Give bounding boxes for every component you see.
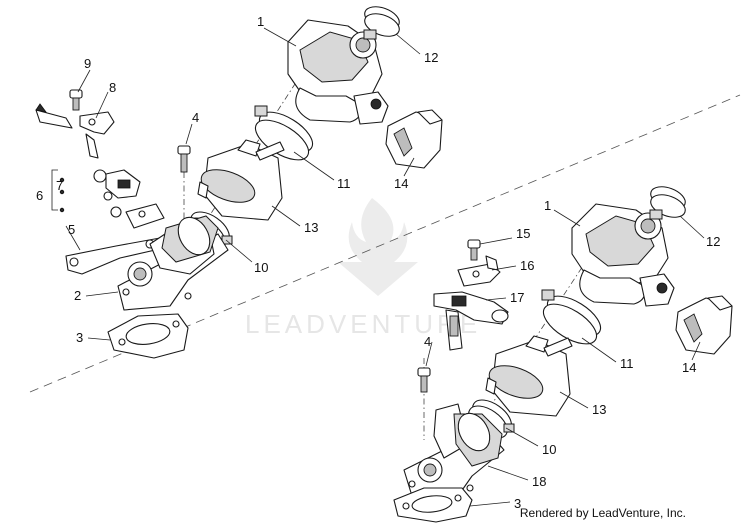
gasket-left <box>107 313 189 359</box>
callouts-right: 1 12 15 16 17 4 11 14 13 10 18 3 <box>424 198 720 511</box>
intake-boot-left <box>385 109 443 169</box>
sensor-left <box>93 169 141 218</box>
rendered-by-credit: Rendered by LeadVenture, Inc. <box>519 506 686 520</box>
watermark-logo <box>338 198 418 296</box>
watermark-text: LEADVENTURE <box>245 309 481 339</box>
hose-clamp-right <box>541 289 602 345</box>
intake-adapter-right <box>485 335 573 417</box>
callout-right-12: 12 <box>706 234 720 249</box>
callout-left-5: 5 <box>68 222 75 237</box>
callout-left-10: 10 <box>254 260 268 275</box>
callout-right-10: 10 <box>542 442 556 457</box>
callout-left-1: 1 <box>257 14 264 29</box>
throttle-body-right <box>571 203 675 307</box>
callout-right-18: 18 <box>532 474 546 489</box>
callouts-left: 9 8 4 1 12 11 13 14 7 6 5 10 2 3 <box>36 14 438 345</box>
bracket-16 <box>457 255 501 287</box>
manifold-base-right <box>403 403 505 497</box>
callout-left-3: 3 <box>76 330 83 345</box>
callout-right-3: 3 <box>514 496 521 511</box>
callout-left-14: 14 <box>394 176 408 191</box>
bolt-right <box>417 367 431 393</box>
callout-left-4: 4 <box>192 110 199 125</box>
callout-left-12: 12 <box>424 50 438 65</box>
callout-right-14: 14 <box>682 360 696 375</box>
callout-left-2: 2 <box>74 288 81 303</box>
callout-right-16: 16 <box>520 258 534 273</box>
hose-clamp-top-left <box>363 6 400 40</box>
callout-right-13: 13 <box>592 402 606 417</box>
hose-clamp-left <box>254 105 314 161</box>
callout-right-11: 11 <box>620 356 634 371</box>
group-bracket-6 <box>51 169 65 213</box>
mounting-plate-left <box>125 203 165 229</box>
fuel-injector-17 <box>433 291 509 351</box>
bolt-15 <box>467 239 481 261</box>
gasket-right <box>393 487 473 523</box>
callout-left-6: 6 <box>36 188 43 203</box>
callout-right-17: 17 <box>510 290 524 305</box>
manifold-base-left <box>117 215 229 311</box>
callout-left-7: 7 <box>56 178 63 193</box>
callout-right-4: 4 <box>424 334 431 349</box>
callout-right-15: 15 <box>516 226 530 241</box>
intake-boot-right <box>675 295 733 355</box>
leader-lines-right <box>425 209 705 507</box>
bracket-left <box>35 103 115 159</box>
callout-left-9: 9 <box>84 56 91 71</box>
throttle-body-left <box>287 19 389 125</box>
hose-clamp-top-right <box>649 186 686 220</box>
bolt-left <box>177 145 191 173</box>
callout-left-11: 11 <box>337 176 351 191</box>
callout-left-13: 13 <box>304 220 318 235</box>
callout-left-8: 8 <box>109 80 116 95</box>
callout-right-1: 1 <box>544 198 551 213</box>
screw-left <box>69 89 83 111</box>
intake-adapter-left <box>197 139 285 221</box>
leader-lines-left <box>65 27 421 341</box>
